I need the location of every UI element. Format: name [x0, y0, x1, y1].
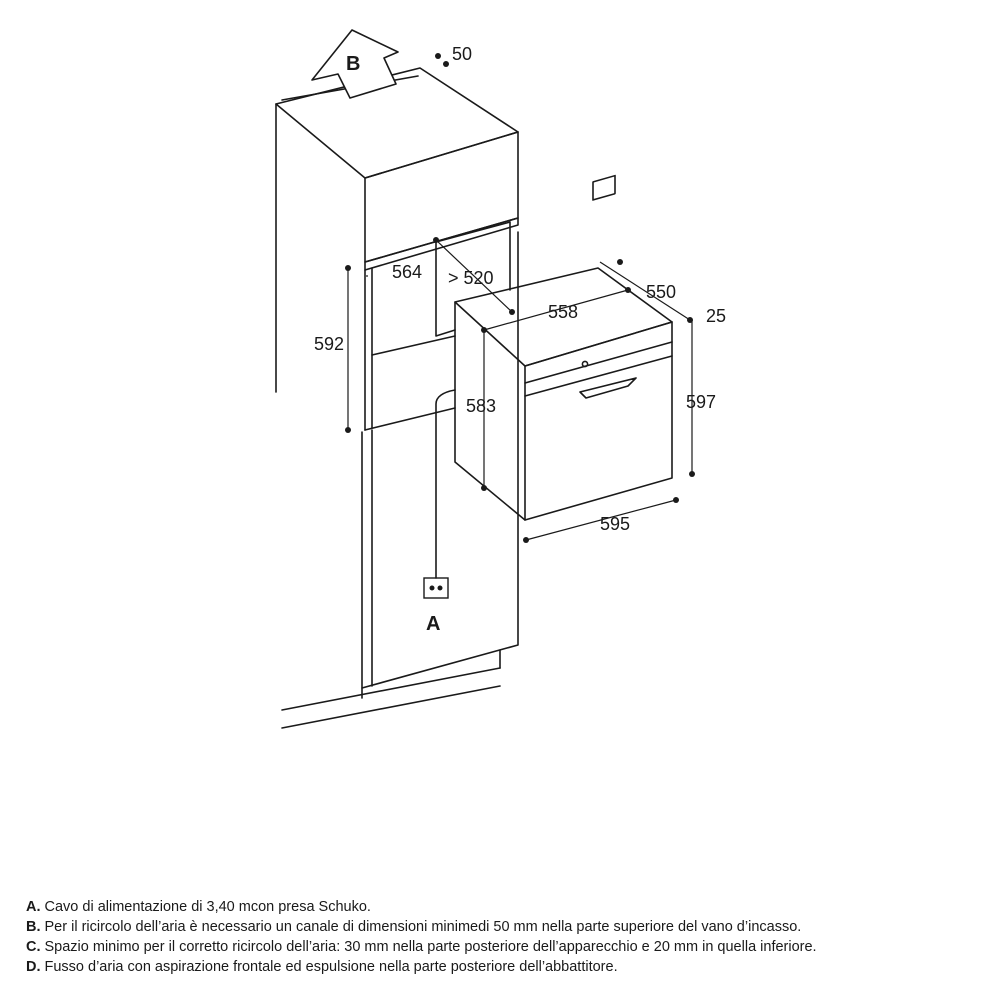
dim-point [345, 427, 351, 433]
chiller-front [524, 321, 673, 521]
dim-point [435, 53, 441, 59]
note-a: A.Cavo di alimentazione di 3,40 mcon pre… [26, 897, 986, 917]
niche-back [435, 221, 511, 337]
dim-line-595 [525, 499, 677, 541]
callout-a: A [426, 613, 440, 635]
control-bar [524, 341, 673, 397]
niche-left-side [364, 267, 373, 431]
status-indicator [581, 360, 589, 368]
schuko-socket [423, 577, 449, 599]
note-key: C. [26, 939, 41, 955]
note-b: B.Per il ricircolo dell’aria è necessari… [26, 917, 986, 937]
dim-point [345, 265, 351, 271]
dimension-50: 50 [452, 44, 472, 64]
callout-b: B [346, 53, 360, 75]
dim-point [673, 497, 679, 503]
cabinet-top [275, 67, 519, 179]
note-text: Fusso d’aria con aspirazione frontale ed… [44, 959, 618, 975]
dim-line-558 [483, 289, 629, 331]
dimension-520: > 520 [448, 268, 494, 288]
dim-line-550 [599, 261, 691, 321]
dim-point [617, 259, 623, 265]
door-handle [579, 377, 637, 399]
dimension-564: 564 [392, 262, 422, 282]
notes-list: A.Cavo di alimentazione di 3,40 mcon pre… [26, 897, 986, 977]
note-key: D. [26, 959, 41, 975]
note-key: B. [26, 919, 41, 935]
display-panel [592, 174, 616, 201]
airflow-arrow-b [311, 29, 399, 99]
dimension-550: 550 [646, 282, 676, 302]
plinth [361, 649, 501, 699]
dim-point [481, 327, 487, 333]
note-key: A. [26, 899, 41, 915]
installation-diagram: B A 50 564 > 520 592 558 550 25 583 597 … [275, 29, 726, 729]
dim-point [689, 471, 695, 477]
note-text: Spazio minimo per il corretto ricircolo … [44, 939, 817, 955]
oven-niche [364, 217, 519, 271]
dim-line-520 [435, 239, 513, 313]
dim-point [625, 287, 631, 293]
note-c: C.Spazio minimo per il corretto ricircol… [26, 937, 986, 957]
dim-point [509, 309, 515, 315]
upper-door-panel [364, 131, 519, 263]
dimension-25: 25 [706, 306, 726, 326]
dimension-597: 597 [686, 392, 716, 412]
floor-line [281, 667, 501, 729]
note-text: Cavo di alimentazione di 3,40 mcon presa… [44, 899, 371, 915]
dim-point [481, 485, 487, 491]
dimension-583: 583 [466, 396, 496, 416]
niche-shelf [371, 335, 456, 356]
dim-point [433, 237, 439, 243]
power-cable [435, 389, 456, 579]
niche-bottom [364, 407, 456, 431]
note-text: Per il ricircolo dell’aria è necessario … [44, 919, 802, 935]
dimension-592: 592 [314, 334, 344, 354]
dimension-558: 558 [548, 302, 578, 322]
dim-point [523, 537, 529, 543]
chiller-side [454, 301, 526, 521]
dimension-595: 595 [600, 514, 630, 534]
dim-point [443, 61, 449, 67]
dim-point [687, 317, 693, 323]
note-d: D.Fusso d’aria con aspirazione frontale … [26, 957, 986, 977]
lower-cabinet [361, 231, 519, 689]
